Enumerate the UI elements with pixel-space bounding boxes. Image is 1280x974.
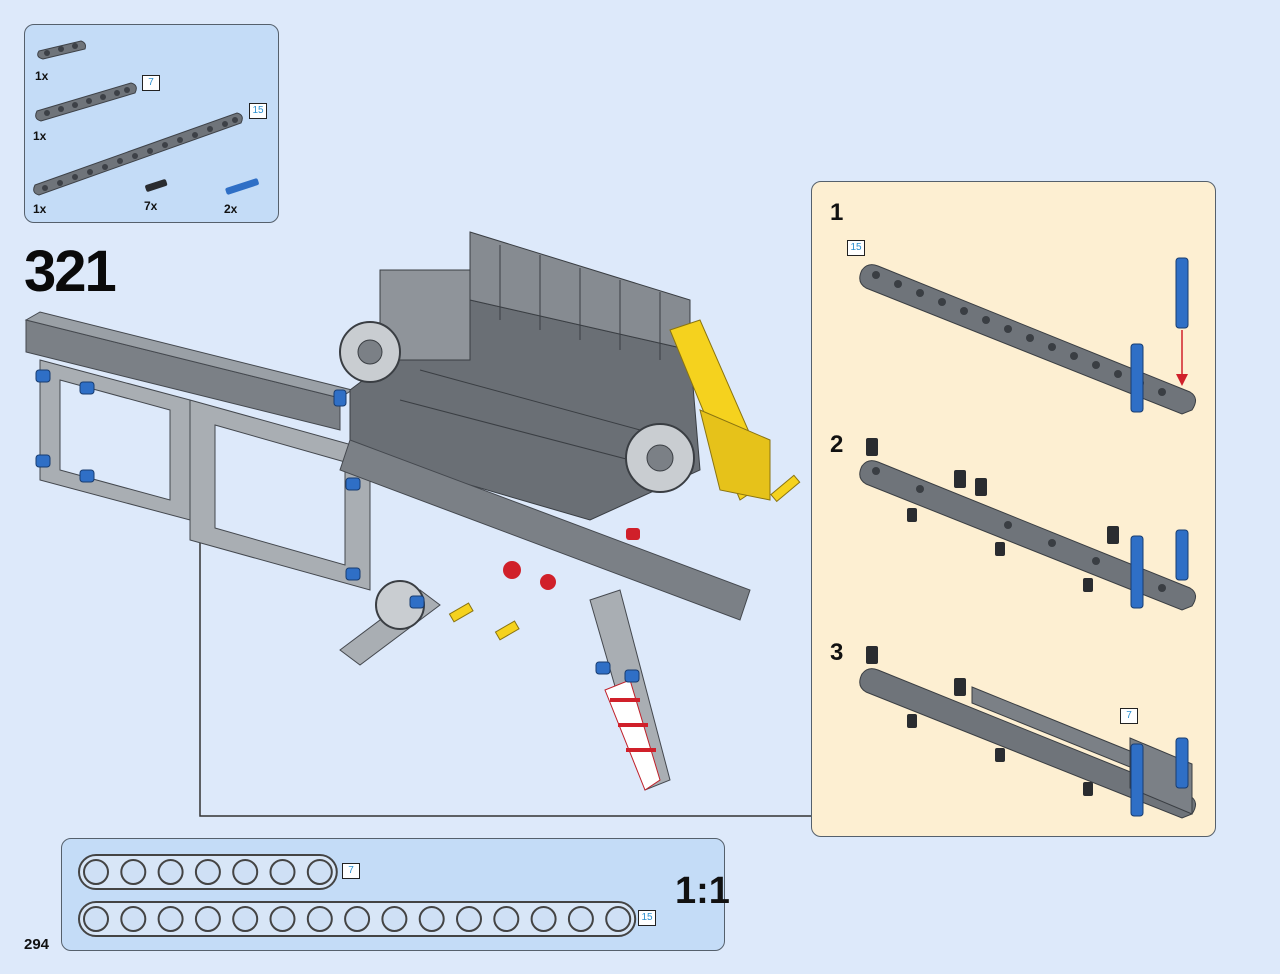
beam-hole bbox=[120, 906, 147, 932]
beam-hole bbox=[269, 906, 296, 932]
beam-hole bbox=[120, 859, 147, 885]
length-indicator: 15 bbox=[847, 240, 865, 256]
beam-hole bbox=[232, 906, 259, 932]
beam-hole bbox=[344, 906, 371, 932]
beam-hole bbox=[530, 906, 557, 932]
substeps-drawing bbox=[859, 257, 1196, 819]
long-beam bbox=[339, 439, 751, 621]
lower-arm bbox=[339, 580, 671, 791]
length-indicator: 15 bbox=[638, 910, 656, 926]
beam-hole bbox=[306, 859, 333, 885]
red-pins bbox=[503, 528, 640, 590]
substep-1-beam bbox=[859, 257, 1196, 415]
beam-hole bbox=[232, 859, 259, 885]
beam-7-part bbox=[35, 82, 137, 122]
blue-axle-pin-part bbox=[225, 178, 259, 195]
quantity-label: 1x bbox=[35, 69, 49, 83]
beam-hole bbox=[157, 906, 184, 932]
beam-hole bbox=[456, 906, 482, 932]
black-pin-part bbox=[145, 179, 168, 192]
length-indicator: 15 bbox=[249, 103, 267, 119]
length-indicator: 7 bbox=[1120, 708, 1138, 724]
substep-number: 1 bbox=[830, 199, 844, 226]
side-wheel bbox=[625, 423, 695, 493]
beam-hole bbox=[418, 906, 445, 932]
engine-block bbox=[339, 269, 471, 383]
beam-hole bbox=[83, 906, 109, 932]
beam-hole bbox=[194, 859, 221, 885]
frame-lower bbox=[39, 359, 371, 591]
beam-15-part bbox=[33, 112, 243, 196]
scale-beam-7 bbox=[78, 854, 338, 890]
frame-beam bbox=[24, 311, 354, 431]
scale-label: 1:1 bbox=[675, 870, 730, 912]
quantity-label: 2x bbox=[224, 202, 238, 216]
beam-hole bbox=[194, 906, 221, 932]
quantity-label: 1x bbox=[33, 202, 47, 216]
substep-3-beams bbox=[859, 646, 1196, 819]
beam-3-part bbox=[37, 40, 86, 60]
scale-reference-panel: 7 15 bbox=[61, 838, 725, 951]
length-indicator: 7 bbox=[342, 863, 360, 879]
beam-hole bbox=[306, 906, 333, 932]
beam-hole bbox=[381, 906, 408, 932]
substeps-panel: 1 15 2 3 7 bbox=[811, 181, 1216, 837]
beam-hole bbox=[567, 906, 594, 932]
substep-number: 3 bbox=[830, 639, 844, 666]
quantity-label: 7x bbox=[144, 199, 158, 213]
page-number: 294 bbox=[24, 936, 50, 953]
length-indicator: 7 bbox=[142, 75, 160, 91]
scale-reference-drawing bbox=[78, 854, 637, 937]
beam-hole bbox=[605, 906, 632, 932]
quantity-label: 1x bbox=[33, 129, 47, 143]
scale-beam-15 bbox=[78, 901, 637, 937]
beam-hole bbox=[157, 859, 184, 885]
yellow-axles bbox=[448, 474, 801, 641]
substep-number: 2 bbox=[830, 431, 844, 458]
beam-hole bbox=[83, 859, 109, 885]
parts-list-panel: 1x 7 1x 15 1x 7x 2x bbox=[24, 24, 279, 223]
parts-list-drawing bbox=[33, 40, 259, 196]
beam-hole bbox=[493, 906, 520, 932]
beam-hole bbox=[269, 859, 296, 885]
yellow-assembly bbox=[669, 319, 771, 501]
blue-pins bbox=[35, 369, 640, 683]
substep-2-beam bbox=[859, 438, 1196, 611]
step-number: 321 bbox=[24, 239, 117, 304]
